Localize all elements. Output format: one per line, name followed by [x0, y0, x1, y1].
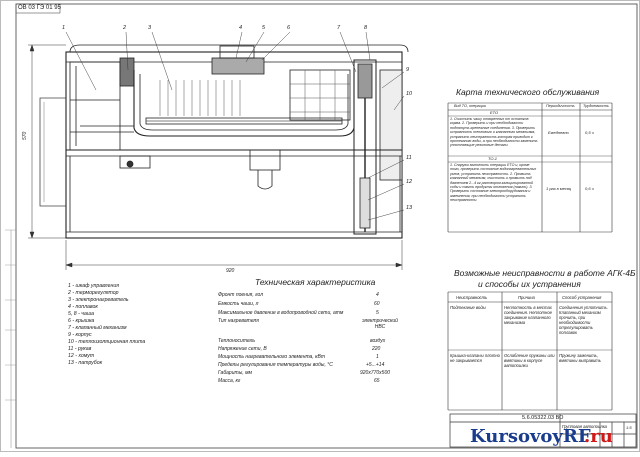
spec-row-label: Мощность нагревательного элемента, кВт [218, 354, 325, 360]
spec-row-value: +5...+14 [366, 362, 385, 368]
inner-frame [15, 3, 638, 449]
spec-row-label: Теплоноситель [218, 338, 256, 344]
callout-7: 7 [337, 25, 341, 31]
faults-header-fault: Неисправность [456, 295, 488, 300]
faults-header-cause: Причина [518, 295, 535, 300]
spec-row-label: Максимальное давление в водопроводной се… [218, 310, 344, 316]
watermark-suffix: .ru [584, 426, 613, 447]
watermark-text: KursovoyRF [470, 426, 591, 447]
legend-item: 1 - шкаф управления [68, 283, 119, 289]
drawing-name: Групповая автопоилка [562, 424, 608, 429]
callout-2: 2 [123, 25, 127, 31]
stamp-code: ОВ 03 ГЭ 01 95 [18, 5, 61, 11]
legend-item: 6 - крышка [68, 318, 95, 324]
faults-title: Возможные неисправности в работе АГК-4Б [454, 268, 636, 278]
spec-row-value: 220 [372, 346, 381, 352]
legend-item: 12 - хомут [68, 353, 95, 359]
faults-header-remedy: Способ устранения [562, 295, 602, 300]
tech-card-eto-text: 1. Очистить чашу отваренных от остатков … [450, 117, 538, 148]
fault-2: Крышка-клапаны плотно не закрывается [450, 353, 500, 363]
spec-row-value: 60 [374, 301, 380, 307]
legend-item: 4 - поплавок [68, 304, 98, 310]
tech-card-to1-period: 1 раз в месяц [546, 186, 572, 191]
autodrinker-section-view [39, 44, 409, 239]
tech-card-eto-labor: 0,5 ч [585, 130, 594, 135]
drawing-number: 5.6.05322.03 ВО [522, 415, 564, 421]
spec-title: Техническая характеристика [255, 277, 376, 287]
spec-row-value: 65 [374, 378, 380, 384]
spec-row-label: Габариты, мм [218, 370, 252, 376]
tech-card-eto-period: Ежедневно [548, 130, 569, 135]
tech-card-title: Карта технического обслуживания [456, 87, 600, 97]
tech-card-to1-text: 1. Снаружи выполнить операции ЕТО и, кро… [450, 163, 537, 203]
spec-row-label: Тип нагревателя [218, 318, 259, 324]
callout-10: 10 [406, 91, 413, 97]
drawing-scale: 1:5 [626, 425, 632, 430]
spec-row-value: 920х770х500 [360, 370, 391, 376]
faults-subtitle: и способы их устранения [478, 279, 581, 289]
legend-item: 3 - электронагреватель [68, 297, 129, 303]
legend-item: 11 - рукав [68, 346, 92, 352]
legend-item: 9 - корпус [68, 332, 92, 338]
cause-1: Неплотность в местах соединения. Неплотн… [504, 305, 552, 325]
faults-table [447, 291, 613, 411]
spec-row-label: Емкость чаши, л [218, 301, 259, 307]
tech-card-eto: ЕТО [490, 110, 499, 115]
tech-card-to1: ТО-1 [488, 156, 498, 161]
stamp-box [15, 3, 61, 14]
spec-row-label: Фронт поения, гол [218, 292, 264, 298]
spec-row-value: 1 [376, 354, 379, 360]
dim-height: 570 [22, 131, 28, 140]
legend-item: 10 - теплоизоляционная плита [68, 339, 146, 345]
legend-item: 5, 8 - чаша [68, 311, 95, 317]
tech-card-header-labor: Трудоемкость [583, 104, 609, 108]
tech-card-to1-labor: 0,6 ч [585, 186, 594, 191]
remedy-2: Пружину заменить, вмятины выправить [559, 353, 602, 363]
spec-row-label: Пределы регулирования температуры воды, … [218, 362, 333, 368]
spec-row-value: воздух [370, 338, 386, 344]
dimension-lines [28, 44, 403, 270]
callout-3: 3 [148, 25, 152, 31]
callout-8: 8 [364, 25, 368, 31]
spec-row-label: Напряжение сети, В [218, 346, 267, 352]
callout-13: 13 [406, 205, 413, 211]
callout-4: 4 [239, 25, 243, 31]
remedy-1: Соединения уплотнить. Клапанный механизм… [559, 305, 609, 335]
callout-6: 6 [287, 25, 291, 31]
cause-2: Ослабление пружины или вмятины в корпусе… [504, 353, 555, 368]
callout-leaders [65, 31, 405, 221]
spec-row-value: 5 [376, 310, 379, 316]
legend-item: 7 - клапанный механизм [68, 325, 127, 331]
callout-11: 11 [406, 155, 412, 161]
spec-row-value: 4 [376, 292, 379, 298]
legend-item: 2 - терморегулятор [68, 290, 119, 296]
callout-9: 9 [406, 67, 410, 73]
callout-5: 5 [262, 25, 266, 31]
legend-item: 13 - патрубок [68, 360, 103, 366]
tech-card-header-period: Периодичность [546, 104, 575, 108]
spec-row-label: Масса, кг [218, 378, 241, 384]
callout-12: 12 [406, 179, 413, 185]
dim-width: 920 [226, 268, 235, 274]
tech-card-table [447, 102, 613, 233]
tech-card-header-op: Вид ТО, операции [454, 104, 487, 108]
fault-1: Подтекание воды [450, 305, 486, 310]
title-block [449, 413, 637, 448]
callout-1: 1 [62, 25, 66, 31]
spec-row-value: электрический НВС [362, 318, 398, 330]
